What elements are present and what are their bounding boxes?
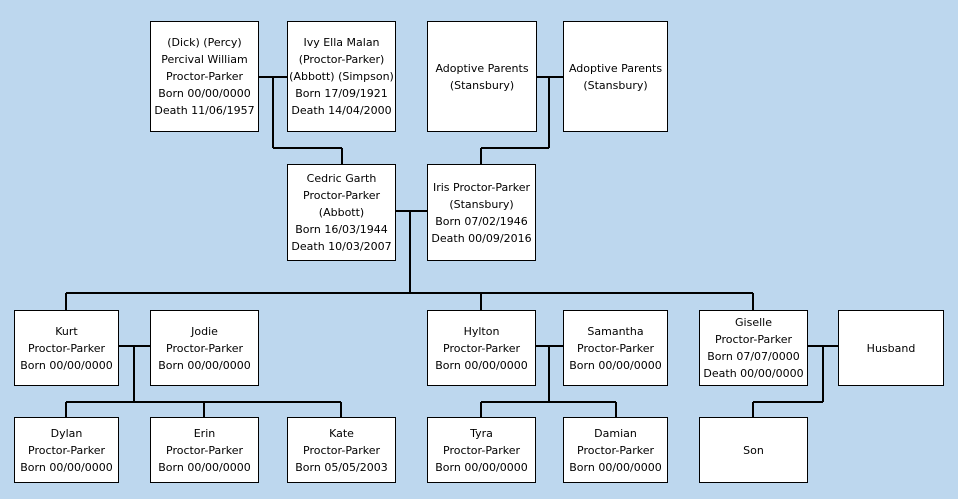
person-text-line: Husband bbox=[866, 341, 916, 355]
person-text-line: Born 00/00/0000 bbox=[20, 460, 113, 474]
person-text-line: Born 05/05/2003 bbox=[295, 460, 388, 474]
person-box-ivy: Ivy Ella Malan (Proctor-Parker) (Abbott) (… bbox=[287, 21, 396, 132]
person-box-adoptive-1: Adoptive Parents (Stansbury) bbox=[427, 21, 537, 132]
person-box-husband: Husband bbox=[838, 310, 944, 386]
person-text-line: Born 00/00/0000 bbox=[158, 358, 251, 372]
person-text-line: Proctor-Parker bbox=[443, 341, 520, 355]
person-box-son: Son bbox=[699, 417, 808, 483]
person-text-line: Iris Proctor-Parker bbox=[432, 180, 531, 194]
person-text-line: (Stansbury) bbox=[449, 78, 515, 92]
person-text-line: Proctor-Parker bbox=[303, 443, 380, 457]
person-text-line: Born 00/00/0000 bbox=[569, 460, 662, 474]
person-text-line: Death 14/04/2000 bbox=[291, 104, 392, 117]
person-text-line: (Stansbury) bbox=[449, 197, 514, 211]
person-text-line: Death 00/00/0000 bbox=[703, 367, 804, 380]
person-text-line: Hylton bbox=[463, 324, 500, 338]
person-text-line: Born 17/09/1921 bbox=[295, 87, 388, 100]
person-text-line: Dylan bbox=[50, 426, 83, 440]
person-text-line: Born 00/00/0000 bbox=[435, 460, 528, 474]
person-text-line: Adoptive Parents bbox=[435, 61, 529, 75]
person-text-line: Born 00/00/0000 bbox=[569, 358, 662, 372]
person-text-line: Percival William bbox=[161, 53, 248, 66]
person-text-line: Erin bbox=[193, 426, 216, 440]
person-text-line: (Stansbury) bbox=[583, 78, 648, 92]
person-box-adoptive-2: Adoptive Parents (Stansbury) bbox=[563, 21, 668, 132]
person-text-line: Proctor-Parker bbox=[577, 341, 654, 355]
person-text-line: Samantha bbox=[587, 324, 644, 338]
person-text-line: Proctor-Parker bbox=[166, 70, 243, 83]
person-text-line: Born 00/00/0000 bbox=[20, 358, 113, 372]
person-text-line: Kate bbox=[329, 426, 354, 440]
person-text-line: Born 07/02/1946 bbox=[435, 214, 528, 228]
person-text-line: (Abbott) bbox=[318, 206, 365, 219]
person-text-line: Giselle bbox=[735, 316, 772, 329]
person-text-line: Adoptive Parents bbox=[568, 61, 663, 75]
person-text-line: Proctor-Parker bbox=[715, 333, 792, 346]
person-text-line: (Dick) (Percy) bbox=[167, 36, 242, 49]
person-text-line: Kurt bbox=[55, 324, 78, 338]
person-text-line: Proctor-Parker bbox=[28, 341, 105, 355]
person-text-line: Proctor-Parker bbox=[28, 443, 105, 457]
person-text-line: (Proctor-Parker) bbox=[298, 53, 385, 66]
person-text-line: Proctor-Parker bbox=[443, 443, 520, 457]
person-text-line: Born 16/03/1944 bbox=[295, 223, 388, 236]
person-box-iris: Iris Proctor-Parker (Stansbury) Born 07/02… bbox=[427, 164, 536, 261]
person-text-line: Born 00/00/0000 bbox=[435, 358, 528, 372]
person-text-line: Ivy Ella Malan bbox=[303, 36, 380, 49]
person-text-line: Proctor-Parker bbox=[166, 341, 243, 355]
person-text-line: Proctor-Parker bbox=[166, 443, 243, 457]
person-text-line: (Abbott) (Simpson) bbox=[289, 70, 394, 83]
person-text-line: Born 00/00/0000 bbox=[158, 87, 251, 100]
person-text-line: Death 00/09/2016 bbox=[431, 231, 532, 245]
person-text-line: Jodie bbox=[191, 324, 218, 338]
person-text-line: Cedric Garth bbox=[306, 172, 377, 185]
person-text-line: Born 00/00/0000 bbox=[158, 460, 251, 474]
person-text-line: Death 11/06/1957 bbox=[154, 104, 255, 117]
person-text-line: Born 07/07/0000 bbox=[707, 350, 800, 363]
person-text-line: Proctor-Parker bbox=[303, 189, 380, 202]
person-text-line: Death 10/03/2007 bbox=[291, 240, 392, 253]
person-text-line: Son bbox=[743, 443, 764, 457]
person-text-line: Damian bbox=[594, 426, 637, 440]
person-text-line: Tyra bbox=[470, 426, 493, 440]
person-text-line: Proctor-Parker bbox=[577, 443, 654, 457]
